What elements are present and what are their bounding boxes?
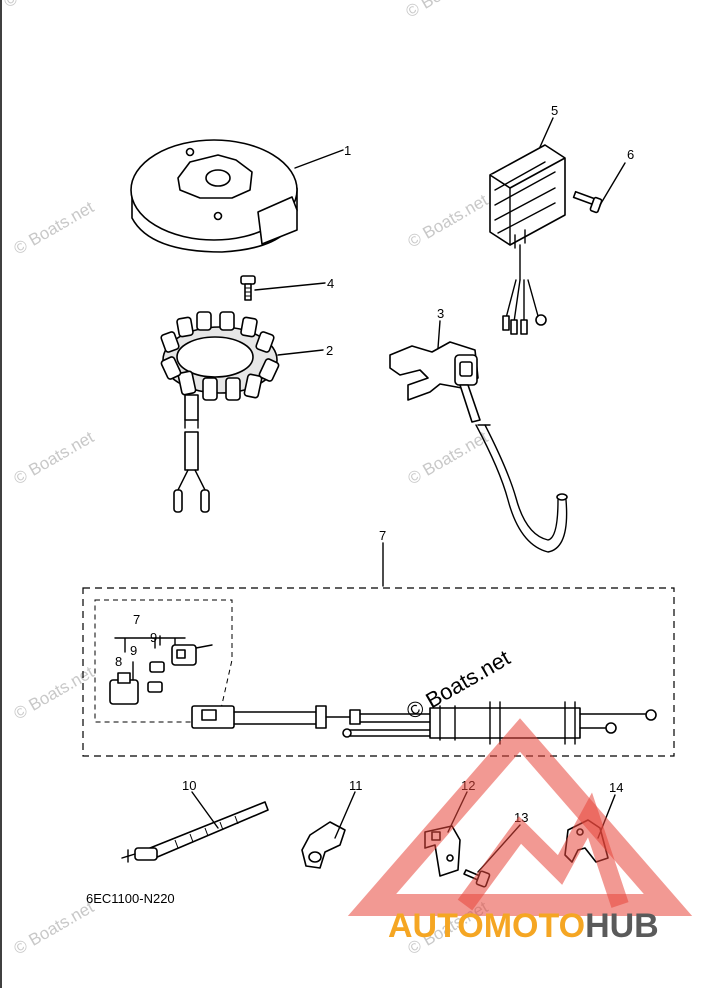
callout-6: 6 <box>627 147 634 162</box>
callout-5: 5 <box>551 103 558 118</box>
brand-part1: AUTOMOTO <box>388 907 585 945</box>
callout-4: 4 <box>327 276 334 291</box>
part-6-screw <box>572 190 603 214</box>
watermark-text: © Boats.net <box>11 197 98 258</box>
callout-9b: 9 <box>150 630 157 645</box>
watermark-text: © Boats.net <box>403 0 490 21</box>
part-3-pulser-coil <box>389 341 568 553</box>
callout-7-inner: 7 <box>133 612 140 627</box>
part-2-stator <box>160 311 280 513</box>
watermark-text: © Boats.net <box>11 662 98 723</box>
diagram-code: 6EC1100-N220 <box>86 891 175 906</box>
watermark-text: © Boats.net <box>1 0 88 11</box>
watermark-text: © Boats.net <box>405 190 492 251</box>
watermark-text: © Boats.net <box>405 427 492 488</box>
callout-8: 8 <box>115 654 122 669</box>
brand-logo: AUTOMOTOHUB <box>347 718 693 945</box>
brand-part2: HUB <box>585 907 659 945</box>
part-11-clamp <box>301 821 346 869</box>
part-5-rectifier <box>489 144 566 335</box>
callout-9a: 9 <box>130 643 137 658</box>
callout-10: 10 <box>182 778 196 793</box>
brand-text: AUTOMOTOHUB <box>388 907 659 945</box>
callout-1: 1 <box>344 143 351 158</box>
part-1-flywheel <box>130 139 298 253</box>
part-10-cable-tie <box>121 801 269 863</box>
callout-3: 3 <box>437 306 444 321</box>
callout-7: 7 <box>379 528 386 543</box>
part-7-harness-box <box>82 587 675 757</box>
watermark-text: © Boats.net <box>11 427 98 488</box>
part-4-bolt <box>240 275 256 301</box>
watermark-text: © Boats.net <box>11 897 98 958</box>
callout-11: 11 <box>349 778 363 793</box>
callout-2: 2 <box>326 343 333 358</box>
callout-14: 14 <box>609 780 623 795</box>
